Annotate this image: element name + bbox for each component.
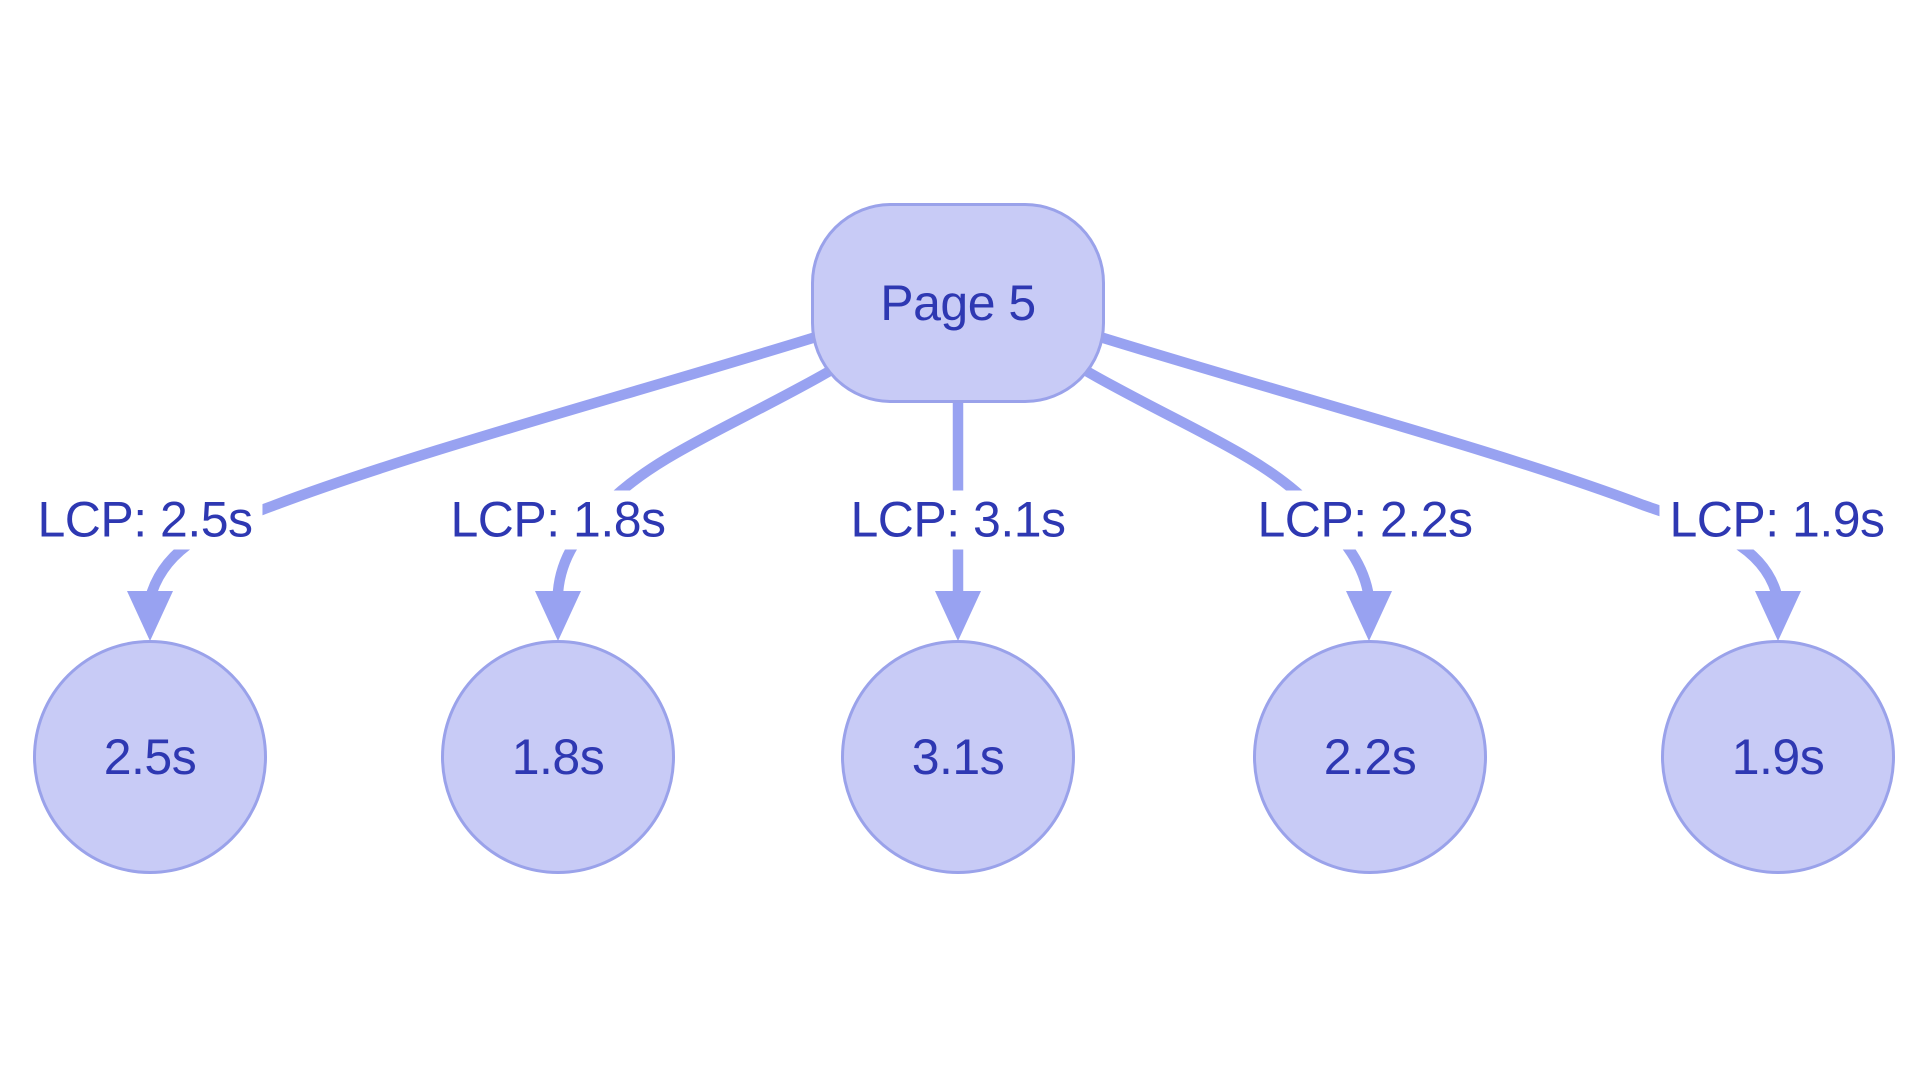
edge-label-2: LCP: 1.8s	[440, 490, 676, 550]
leaf-node-4: 2.2s	[1253, 640, 1487, 874]
edge-4-arrowhead-icon	[1346, 591, 1392, 641]
root-node-label: Page 5	[880, 275, 1036, 331]
edge-1-arrowhead-icon	[127, 591, 173, 641]
edge-4	[1082, 366, 1374, 598]
edge-3-arrowhead-icon	[935, 591, 981, 641]
leaf-node-5: 1.9s	[1661, 640, 1895, 874]
leaf-node-4-label: 2.2s	[1323, 729, 1417, 785]
edge-2	[552, 366, 834, 598]
edge-label-5: LCP: 1.9s	[1659, 490, 1895, 550]
edge-label-3: LCP: 3.1s	[840, 490, 1076, 550]
leaf-node-3-label: 3.1s	[911, 729, 1005, 785]
edge-label-4: LCP: 2.2s	[1247, 490, 1483, 550]
edge-label-1: LCP: 2.5s	[27, 490, 263, 550]
edge-1	[146, 326, 838, 598]
leaf-node-3: 3.1s	[841, 640, 1075, 874]
edge-5	[1078, 326, 1782, 598]
root-node-page5: Page 5	[811, 203, 1105, 403]
edge-5-arrowhead-icon	[1755, 591, 1801, 641]
leaf-node-2-label: 1.8s	[511, 729, 605, 785]
leaf-node-1-label: 2.5s	[103, 729, 197, 785]
leaf-node-1: 2.5s	[33, 640, 267, 874]
leaf-node-5-label: 1.9s	[1731, 729, 1825, 785]
edge-2-arrowhead-icon	[535, 591, 581, 641]
leaf-node-2: 1.8s	[441, 640, 675, 874]
